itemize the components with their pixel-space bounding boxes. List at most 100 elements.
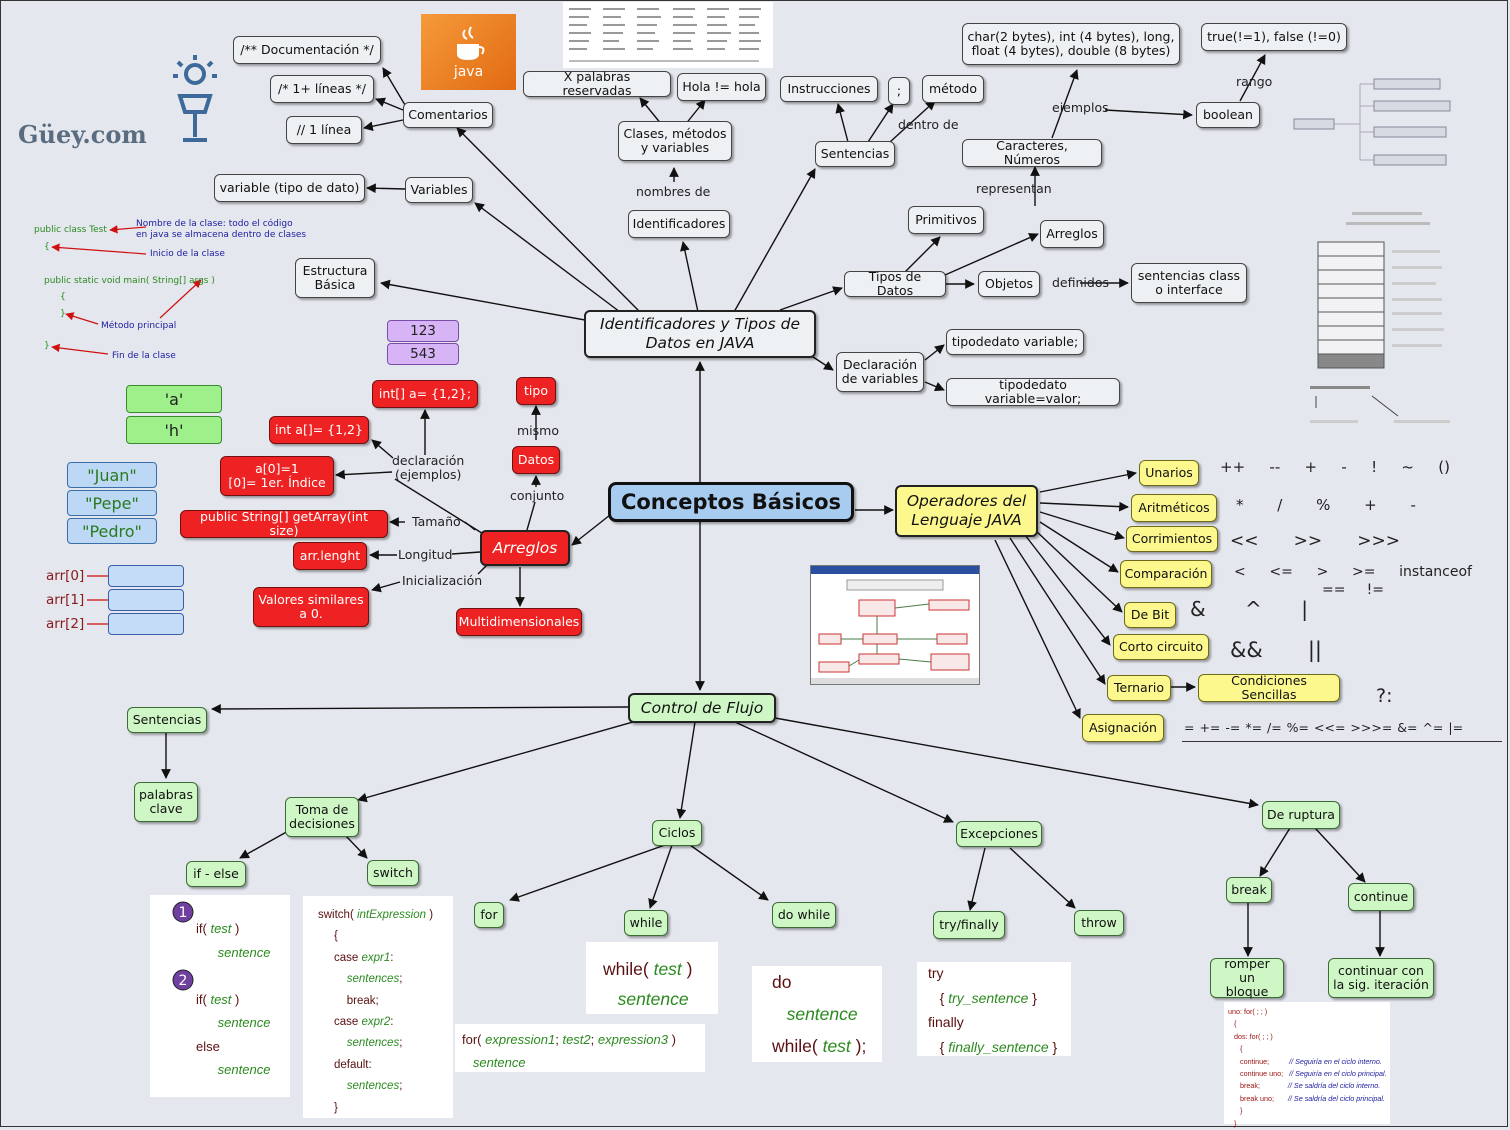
case-sensitive-node[interactable]: Hola != hola (677, 73, 766, 101)
label-nombres-de: nombres de (636, 184, 711, 199)
loops-node[interactable]: Ciclos (652, 820, 702, 846)
comparison-node[interactable]: Comparación (1120, 560, 1212, 588)
ternary-node[interactable]: Ternario (1107, 675, 1171, 701)
op-symbol: + (1304, 458, 1318, 476)
comments-node[interactable]: Comentarios (403, 102, 493, 128)
classes-methods-variables-node[interactable]: Clases, métodos y variables (618, 121, 732, 161)
break-block-node[interactable]: romper un bloque (1210, 957, 1284, 999)
continue-next-node[interactable]: continuar con la sig. iteración (1328, 958, 1434, 998)
unary-node[interactable]: Unarios (1139, 460, 1199, 486)
default-values-node[interactable]: Valores similares a 0. (253, 587, 369, 627)
cf-statements-node[interactable]: Sentencias (127, 707, 207, 733)
multiline-comment-node[interactable]: /* 1+ líneas */ (270, 75, 374, 103)
label-mismo: mismo (517, 423, 559, 438)
array-index-node[interactable]: a[0]=1 [0]= 1er. Índice (220, 456, 334, 496)
do-while-node[interactable]: do while (772, 902, 836, 928)
arrays-type-node[interactable]: Arreglos (1040, 220, 1104, 248)
class-name-annotation: Nombre de la clase: todo el código en ja… (136, 219, 307, 240)
variable-type-node[interactable]: variable (tipo de dato) (214, 174, 365, 202)
data-types-node[interactable]: Tipos de Datos (844, 270, 946, 298)
code-main-open: { (60, 292, 66, 302)
get-array-node[interactable]: public String[] getArray(int size) (180, 510, 388, 538)
center-node[interactable]: Conceptos Básicos (608, 482, 854, 522)
array-decl-2-node[interactable]: int a[]= {1,2} (269, 416, 369, 444)
bitwise-node[interactable]: De Bit (1124, 602, 1176, 628)
edge (689, 844, 769, 901)
true-false-node[interactable]: true(!=1), false (!=0) (1201, 23, 1347, 51)
label-tamano: Tamaño (412, 514, 461, 529)
arithmetic-symbols: * / % + - (1236, 496, 1416, 514)
edge (456, 127, 641, 313)
switch-code: switch( intExpression ) { case expr1: se… (318, 909, 434, 1114)
control-flow-node[interactable]: Control de Flujo (628, 693, 776, 723)
decision-making-node[interactable]: Toma de decisiones (285, 797, 359, 837)
basic-structure-node[interactable]: Estructura Básica (295, 258, 375, 298)
label-representan: representan (976, 181, 1052, 196)
op-symbol: >>> (1357, 531, 1400, 551)
instructions-node[interactable]: Instrucciones (780, 76, 878, 102)
op-symbol: ! (1371, 458, 1378, 476)
arithmetic-node[interactable]: Aritméticos (1131, 494, 1217, 522)
op-symbol: && (1230, 638, 1263, 662)
primitives-node[interactable]: Primitivos (908, 206, 984, 234)
variable-declaration-node[interactable]: Declaración de variables (836, 352, 924, 392)
class-interface-node[interactable]: sentencias class o interface (1131, 263, 1247, 303)
array-slot (108, 613, 184, 635)
shift-node[interactable]: Corrimientos (1126, 526, 1218, 552)
array-slot (108, 565, 184, 587)
edge (239, 829, 291, 859)
chars-numbers-node[interactable]: Caracteres, Números (962, 139, 1102, 167)
assignment-node[interactable]: Asignación (1082, 714, 1164, 742)
statements-node[interactable]: Sentencias (815, 141, 895, 167)
op-symbol: & (1190, 597, 1206, 621)
identifiers-node[interactable]: Identificadores (628, 210, 730, 238)
arrays-node[interactable]: Arreglos (480, 530, 570, 566)
array-decl-1-node[interactable]: int[] a= {1,2}; (372, 380, 478, 408)
keywords-node[interactable]: palabras clave (134, 782, 198, 822)
objects-node[interactable]: Objetos (978, 271, 1040, 297)
coffee-cup-icon (456, 26, 484, 60)
number-1-icon: 1 (172, 901, 194, 923)
identifiers-types-node[interactable]: Identificadores y Tipos de Datos en JAVA (584, 310, 816, 358)
documentation-comment-node[interactable]: /** Documentación */ (233, 36, 381, 64)
annotation-arrow (51, 343, 109, 355)
if-else-code: if( test ) sentence if( test ) sentence … (196, 921, 271, 1077)
edge (867, 103, 894, 143)
declaration-example-2-node[interactable]: tipodedato variable=valor; (946, 378, 1120, 406)
exceptions-node[interactable]: Excepciones (956, 821, 1042, 847)
declaration-example-1-node[interactable]: tipodedato variable; (946, 329, 1084, 355)
throw-node[interactable]: throw (1074, 910, 1124, 936)
op-symbol: | (1301, 597, 1308, 621)
for-code-panel (455, 1024, 705, 1072)
method-node[interactable]: método (922, 75, 984, 103)
operators-node[interactable]: Operadores del Lenguaje JAVA (895, 485, 1038, 537)
break-statements-node[interactable]: De ruptura (1262, 801, 1340, 829)
array-length-node[interactable]: arr.lenght (293, 542, 367, 570)
edge (1009, 537, 1106, 685)
edge (1039, 511, 1125, 541)
break-node[interactable]: break (1226, 877, 1272, 903)
reserved-words-node[interactable]: X palabras reservadas (523, 70, 671, 98)
switch-node[interactable]: switch (367, 860, 419, 886)
primitive-sizes-node[interactable]: char(2 bytes), int (4 bytes), long, floa… (962, 23, 1180, 65)
op-symbol: () (1438, 458, 1450, 476)
try-finally-node[interactable]: try/finally (933, 911, 1005, 939)
for-node[interactable]: for (474, 902, 504, 928)
type-node[interactable]: tipo (516, 377, 556, 405)
semicolon-node[interactable]: ; (888, 77, 910, 105)
annotation-arrow (109, 225, 147, 234)
edge (680, 241, 699, 313)
while-node[interactable]: while (624, 910, 668, 936)
multidimensional-node[interactable]: Multidimensionales (456, 608, 582, 636)
variables-node[interactable]: Variables (405, 177, 473, 203)
assignment-symbols: = += -= *= /= %= <<= >>>= &= ^= |= (1184, 720, 1464, 735)
edge (733, 168, 816, 313)
single-line-comment-node[interactable]: // 1 línea (286, 116, 362, 144)
boolean-node[interactable]: boolean (1196, 102, 1260, 128)
data-node[interactable]: Datos (512, 446, 560, 474)
short-circuit-node[interactable]: Corto circuito (1113, 634, 1209, 660)
if-else-node[interactable]: if - else (186, 861, 246, 887)
continue-node[interactable]: continue (1348, 883, 1414, 911)
code-close-brace: } (44, 341, 50, 351)
simple-conditions-node[interactable]: Condiciones Sencillas (1198, 674, 1340, 702)
